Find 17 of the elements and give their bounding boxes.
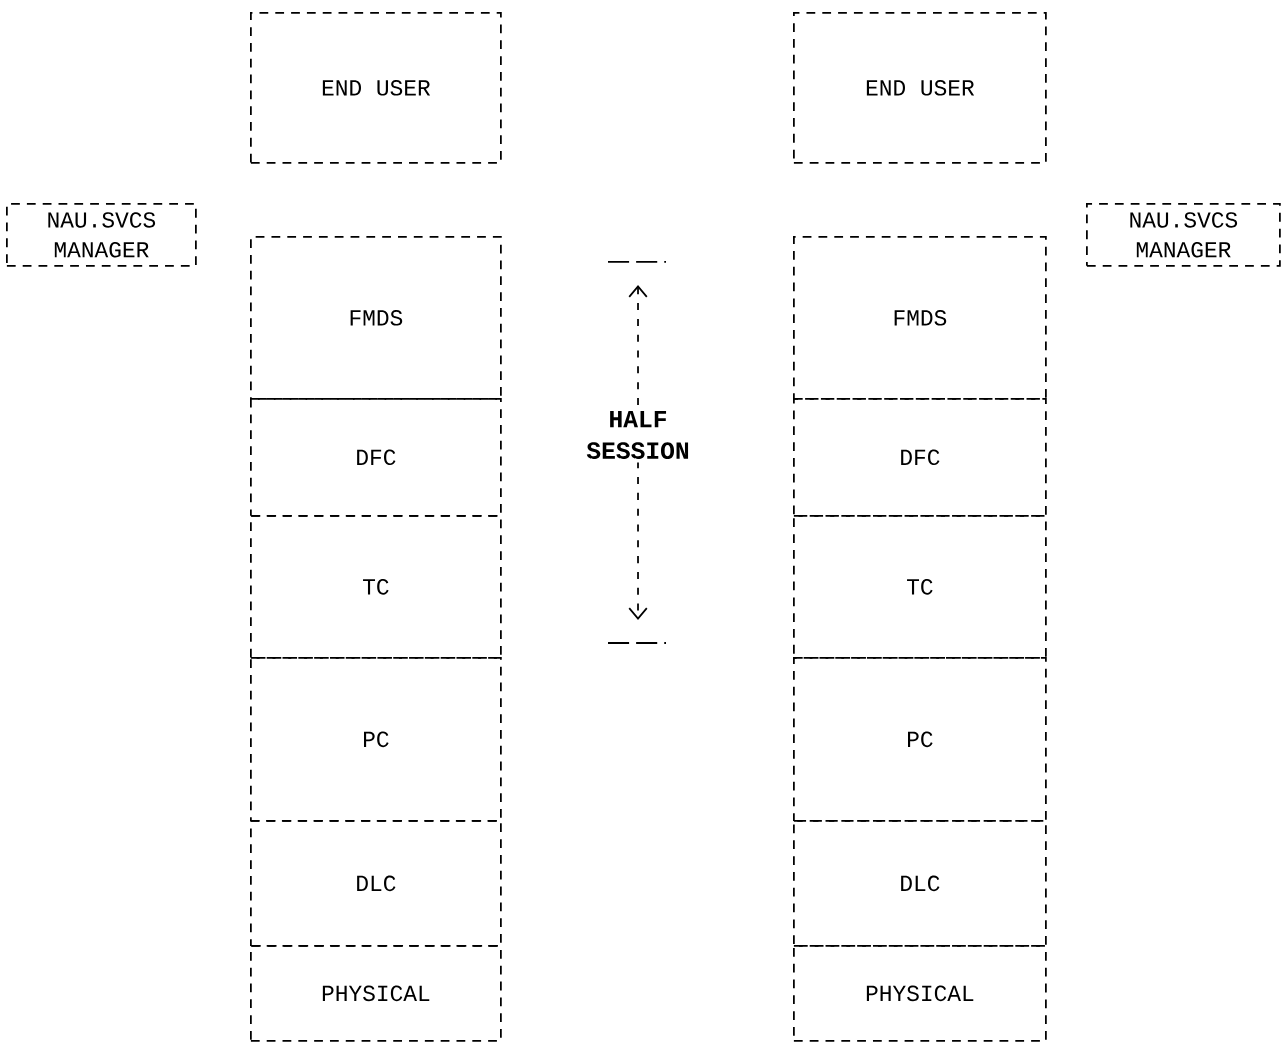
range-label: HALF SESSION [577,407,700,463]
layer-box: FMDS [793,236,1047,400]
layer-box: DLC [250,820,502,947]
layer-box: PHYSICAL [793,945,1047,1042]
manager-box: NAU.SVCS MANAGER [1086,203,1281,267]
layer-box: PHYSICAL [250,945,502,1042]
manager-box: NAU.SVCS MANAGER [6,203,197,267]
layer-box: DFC [250,398,502,517]
layer-box: PC [250,657,502,822]
layer-box: TC [250,515,502,659]
layer-box: FMDS [250,236,502,400]
end-user-box: END USER [250,12,502,164]
layer-box: DFC [793,398,1047,517]
end-user-box: END USER [793,12,1047,164]
layer-box: PC [793,657,1047,822]
layer-box: TC [793,515,1047,659]
layer-box: DLC [793,820,1047,947]
